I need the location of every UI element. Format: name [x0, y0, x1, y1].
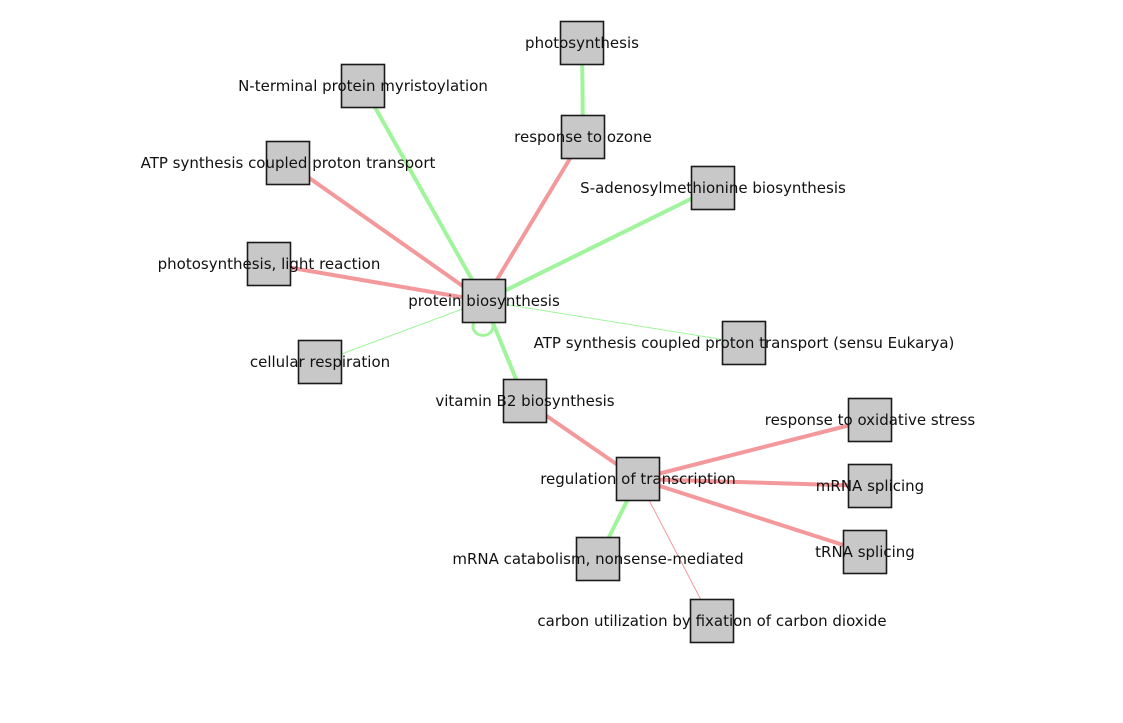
node-label: vitamin B2 biosynthesis [435, 392, 614, 410]
edge-atp-synthesis-protein-biosynthesis[interactable] [286, 161, 486, 303]
node-box[interactable] [847, 463, 893, 509]
node-mrna-catabolism[interactable]: mRNA catabolism, nonsense-mediated [452, 536, 744, 582]
edge-regulation-transcription-mrna-splicing[interactable] [637, 477, 871, 488]
node-label: regulation of transcription [540, 470, 736, 488]
node-box[interactable] [560, 114, 606, 160]
edge-response-ozone-protein-biosynthesis[interactable] [482, 135, 585, 303]
node-box[interactable] [461, 278, 507, 324]
node-photosynthesis-light[interactable]: photosynthesis, light reaction [158, 241, 381, 287]
node-label: ATP synthesis coupled proton transport (… [534, 334, 955, 352]
edge-atp-eukarya-protein-biosynthesis[interactable] [483, 300, 745, 344]
node-mrna-splicing[interactable]: mRNA splicing [816, 463, 924, 509]
node-box[interactable] [340, 63, 386, 109]
node-label: ATP synthesis coupled proton transport [141, 154, 436, 172]
node-vitamin-b2[interactable]: vitamin B2 biosynthesis [435, 378, 615, 424]
node-n-terminal[interactable]: N-terminal protein myristoylation [238, 63, 488, 109]
node-atp-eukarya[interactable]: ATP synthesis coupled proton transport (… [534, 320, 955, 366]
node-protein-biosynthesis[interactable]: protein biosynthesis [408, 278, 560, 324]
node-box[interactable] [575, 536, 621, 582]
node-label: tRNA splicing [815, 543, 915, 561]
node-label: response to oxidative stress [765, 411, 976, 429]
node-response-ozone[interactable]: response to ozone [514, 114, 652, 160]
node-label: mRNA splicing [816, 477, 924, 495]
node-label: photosynthesis, light reaction [158, 255, 381, 273]
node-atp-synthesis[interactable]: ATP synthesis coupled proton transport [141, 140, 436, 186]
node-label: carbon utilization by fixation of carbon… [537, 612, 886, 630]
node-box[interactable] [559, 20, 605, 66]
node-box[interactable] [842, 529, 888, 575]
node-box[interactable] [297, 339, 343, 385]
node-trna-splicing[interactable]: tRNA splicing [815, 529, 915, 575]
node-label: mRNA catabolism, nonsense-mediated [452, 550, 743, 568]
node-box[interactable] [689, 598, 735, 644]
edge-n-terminal-protein-biosynthesis[interactable] [361, 85, 486, 302]
node-label: response to ozone [514, 128, 652, 146]
node-response-oxidative[interactable]: response to oxidative stress [765, 397, 976, 443]
edge-regulation-transcription-trna-splicing[interactable] [637, 477, 866, 554]
node-box[interactable] [721, 320, 767, 366]
node-box[interactable] [502, 378, 548, 424]
node-regulation-transcription[interactable]: regulation of transcription [540, 456, 736, 502]
edge-regulation-transcription-carbon-utilization[interactable] [637, 478, 713, 622]
node-box[interactable] [246, 241, 292, 287]
node-box[interactable] [265, 140, 311, 186]
node-label: cellular respiration [250, 353, 390, 371]
node-label: photosynthesis [525, 34, 639, 52]
node-box[interactable] [847, 397, 893, 443]
node-box[interactable] [690, 165, 736, 211]
edge-photosynthesis-light-protein-biosynthesis[interactable] [268, 262, 485, 303]
node-label: protein biosynthesis [408, 292, 560, 310]
node-carbon-utilization[interactable]: carbon utilization by fixation of carbon… [537, 598, 887, 644]
node-sam-biosynthesis[interactable]: S-adenosylmethionine biosynthesis [580, 165, 846, 211]
edge-cellular-respiration-protein-biosynthesis[interactable] [319, 300, 485, 363]
edge-protein-biosynthesis-protein-biosynthesis[interactable] [471, 321, 495, 337]
edge-sam-biosynthesis-protein-biosynthesis[interactable] [483, 186, 714, 303]
edge-regulation-transcription-response-oxidative[interactable] [637, 418, 871, 481]
node-box[interactable] [615, 456, 661, 502]
node-label: N-terminal protein myristoylation [238, 77, 488, 95]
node-photosynthesis[interactable]: photosynthesis [525, 20, 639, 66]
node-cellular-respiration[interactable]: cellular respiration [250, 339, 390, 385]
node-label: S-adenosylmethionine biosynthesis [580, 179, 846, 197]
